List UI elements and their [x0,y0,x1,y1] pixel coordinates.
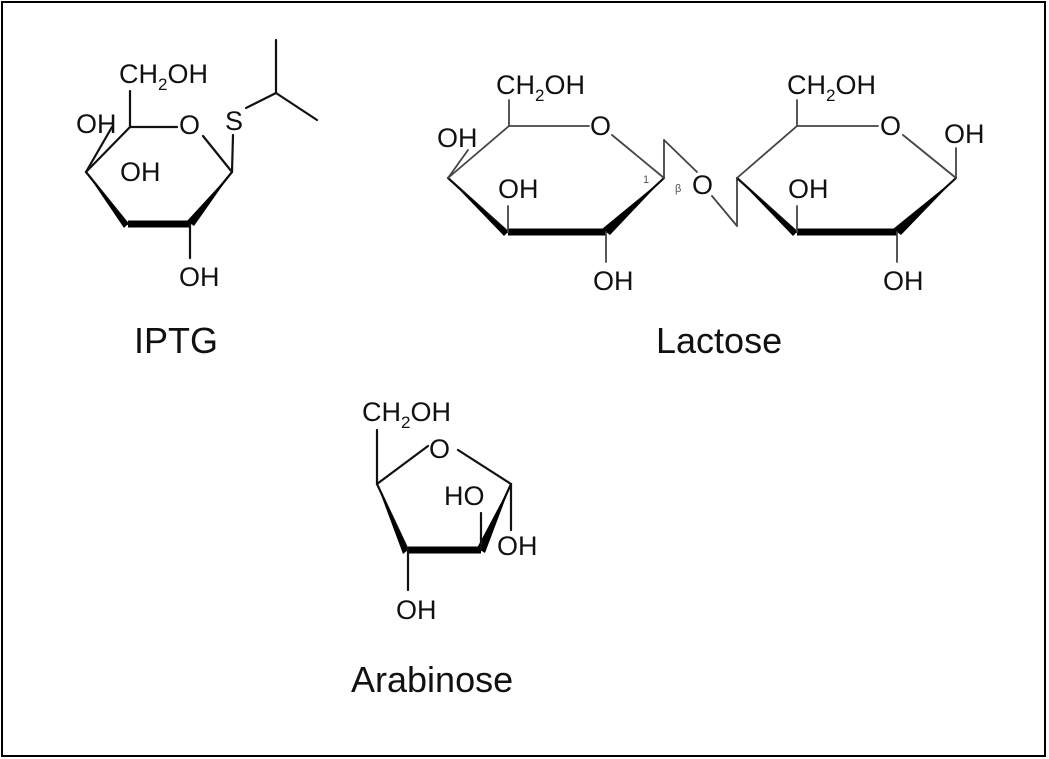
lactose-right-wedge-c1-c2 [893,178,956,235]
arabinose-oh1: OH [497,531,538,561]
iptg-wedge-c1-c2 [187,172,232,226]
arabinose-ch2oh-oh: OH [410,397,451,427]
lactose-right-oh2: OH [883,266,924,296]
arabinose-ring-o: O [429,434,450,464]
lactose-left-wedge-c1-c2 [602,178,664,235]
lactose-bridge-o-ch [711,195,738,227]
iptg-structure: CH2OH O S OH OH OH IPTG [76,38,319,361]
lactose-right-bond-c4-c5 [736,125,798,179]
arabinose-bond-o-c1 [456,448,513,486]
arabinose-structure: CH2OH O HO OH OH Arabinose [351,397,538,700]
arabinose-wedge-c3-c4 [377,484,408,554]
arabinose-bond-c4-o [375,444,430,486]
lactose-right-wedge-c3-c4 [737,178,797,236]
iptg-s: S [225,106,243,136]
arabinose-ho: HO [444,481,485,511]
iptg-name: IPTG [134,320,218,361]
iptg-oh4: OH [76,109,117,139]
iptg-oh3: OH [120,157,161,187]
iptg-wedge-c3-c4 [86,172,128,228]
arabinose-ch2oh-label: CH2OH [362,397,451,432]
iptg-ch2oh-sub: 2 [158,75,167,94]
iptg-bond-ch-me2 [274,91,319,122]
iptg-bond-c4-c5 [84,125,132,174]
lactose-left-wedge-c3-c4 [448,178,508,236]
iptg-ch2oh-oh: OH [167,59,208,89]
lactose-left-oh4: OH [437,123,478,153]
lactose-left-oh2: OH [593,266,634,296]
arabinose-ch2oh-c: CH [362,397,401,427]
lactose-right-ch2oh-oh: OH [835,70,876,100]
arabinose-name: Arabinose [351,659,513,700]
lactose-left-ch2oh-c: CH [496,70,535,100]
lactose-right-oh1: OH [944,119,985,149]
lactose-right-ring-o: O [880,111,901,141]
lactose-left-bond-c4-oh [447,149,469,179]
iptg-ring-o: O [179,110,200,140]
lactose-anomeric-number: 1 [643,174,649,186]
iptg-bond-c1-s [230,133,235,174]
lactose-left-oh3: OH [498,174,539,204]
lactose-bridge-c1-o [663,139,698,173]
iptg-bond-c4-oh [84,125,114,174]
lactose-right-ch2oh-c: CH [787,70,826,100]
lactose-right-oh3: OH [788,174,829,204]
lactose-left-ring-o: O [590,111,611,141]
lactose-left-ch2oh-oh: OH [544,70,585,100]
lactose-left-ch2oh-label: CH2OH [496,70,585,105]
lactose-left-bond-o-c1 [611,134,665,179]
lactose-name: Lactose [656,320,782,361]
lactose-left-bond-c4-c5 [447,125,510,179]
lactose-beta-label: β [675,183,681,195]
iptg-bond-o-c1 [201,134,234,174]
lactose-right-ch2oh-label: CH2OH [787,70,876,105]
arabinose-oh2: OH [396,595,437,625]
iptg-oh2: OH [179,262,220,292]
lactose-right-ch2oh-sub: 2 [826,86,835,105]
arabinose-ch2oh-sub: 2 [401,413,410,432]
lactose-right-bond-o-c1 [902,134,957,179]
lactose-bridge-o: O [692,170,713,200]
arabinose-wedge-c1-c2 [477,484,511,553]
lactose-structure: CH2OH O OH OH OH 1 β O CH2OH O OH OH OH … [437,70,985,361]
iptg-ch2oh-label: CH2OH [119,59,208,94]
iptg-bond-s-ch [244,91,278,110]
iptg-ch2oh-c: CH [119,59,158,89]
lactose-left-ch2oh-sub: 2 [535,86,544,105]
